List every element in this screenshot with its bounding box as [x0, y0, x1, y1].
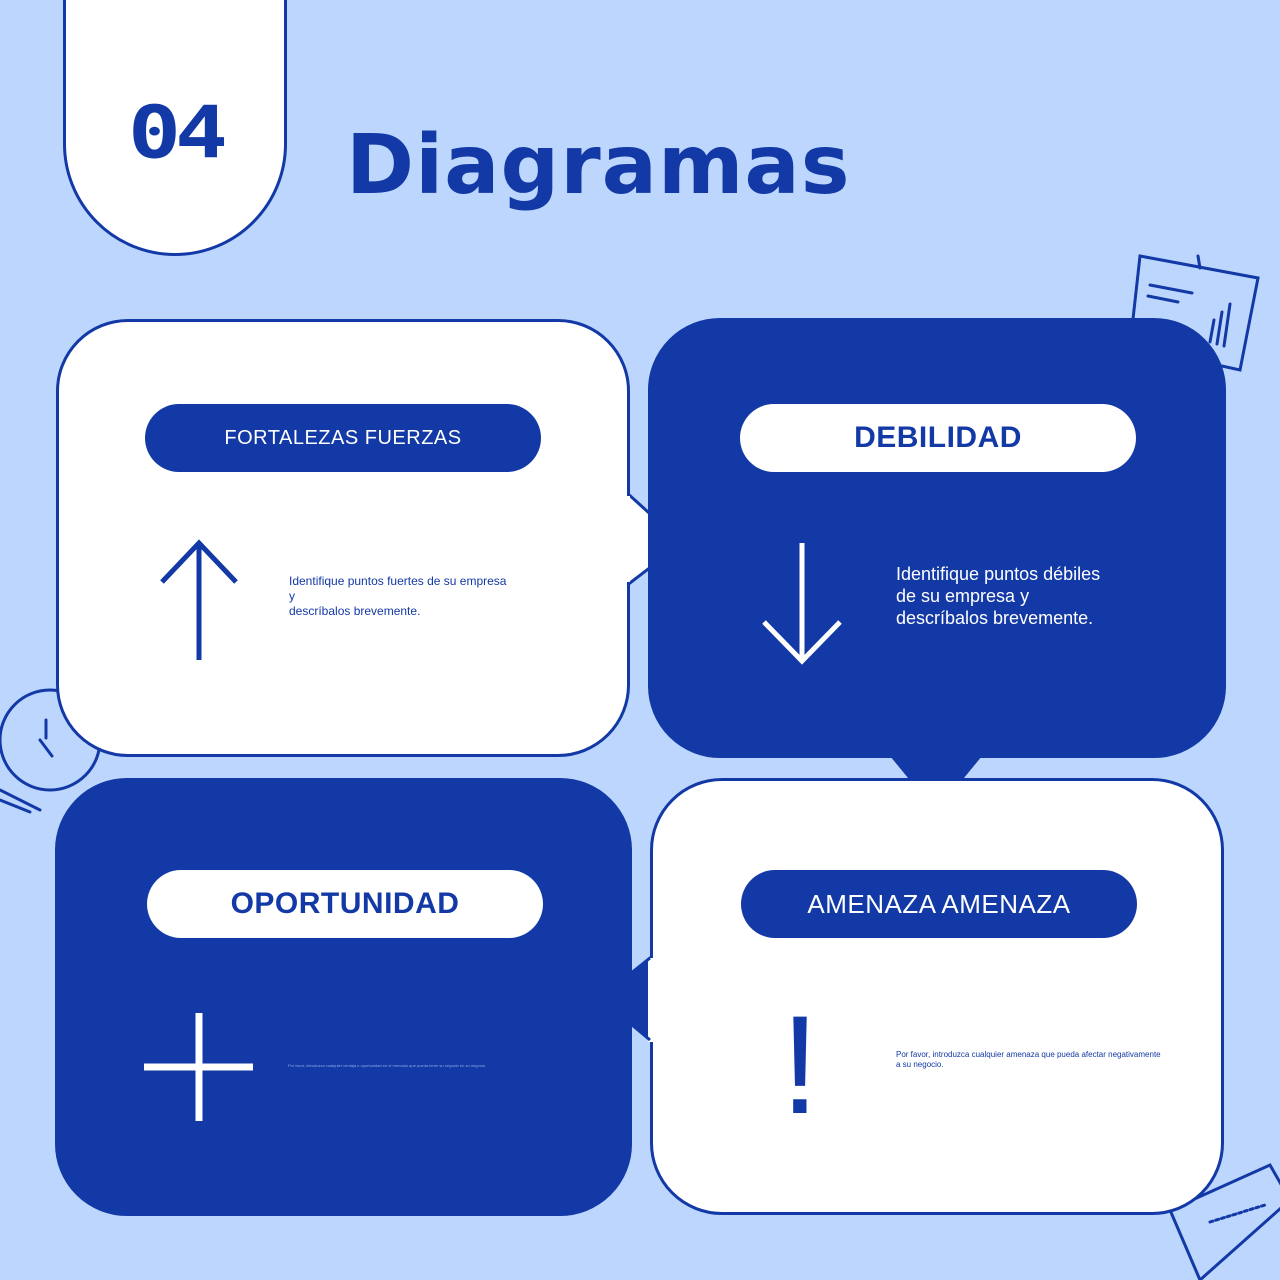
oportunidad-description: Por favor, introduzca cualquier ventaja …: [288, 1063, 486, 1068]
fortalezas-heading: FORTALEZAS FUERZAS: [145, 404, 541, 472]
amenaza-card: [650, 778, 1224, 1215]
section-number: 04: [128, 90, 228, 175]
debilidad-description: Identifique puntos débiles de su empresa…: [896, 564, 1101, 628]
amenaza-heading-line2: A: [1052, 889, 1071, 919]
amenaza-heading-line1: AMENAZA AMENAZ: [807, 889, 1053, 919]
oportunidad-card: [55, 778, 632, 1216]
page-title: Diagramas: [346, 118, 851, 213]
section-number-tab: 04: [63, 0, 287, 256]
fortalezas-card: [56, 319, 630, 757]
fortalezas-description: Identifique puntos fuertes de su empresa…: [289, 574, 507, 618]
exclamation-icon: !: [780, 986, 820, 1143]
debilidad-card: [648, 318, 1226, 758]
amenaza-description: Por favor, introduzca cualquier amenaza …: [896, 1050, 1161, 1069]
oportunidad-heading: OPORTUNIDAD: [147, 870, 543, 938]
amenaza-heading: AMENAZA AMENAZ A: [741, 870, 1137, 938]
debilidad-heading: DEBILIDAD: [740, 404, 1136, 472]
